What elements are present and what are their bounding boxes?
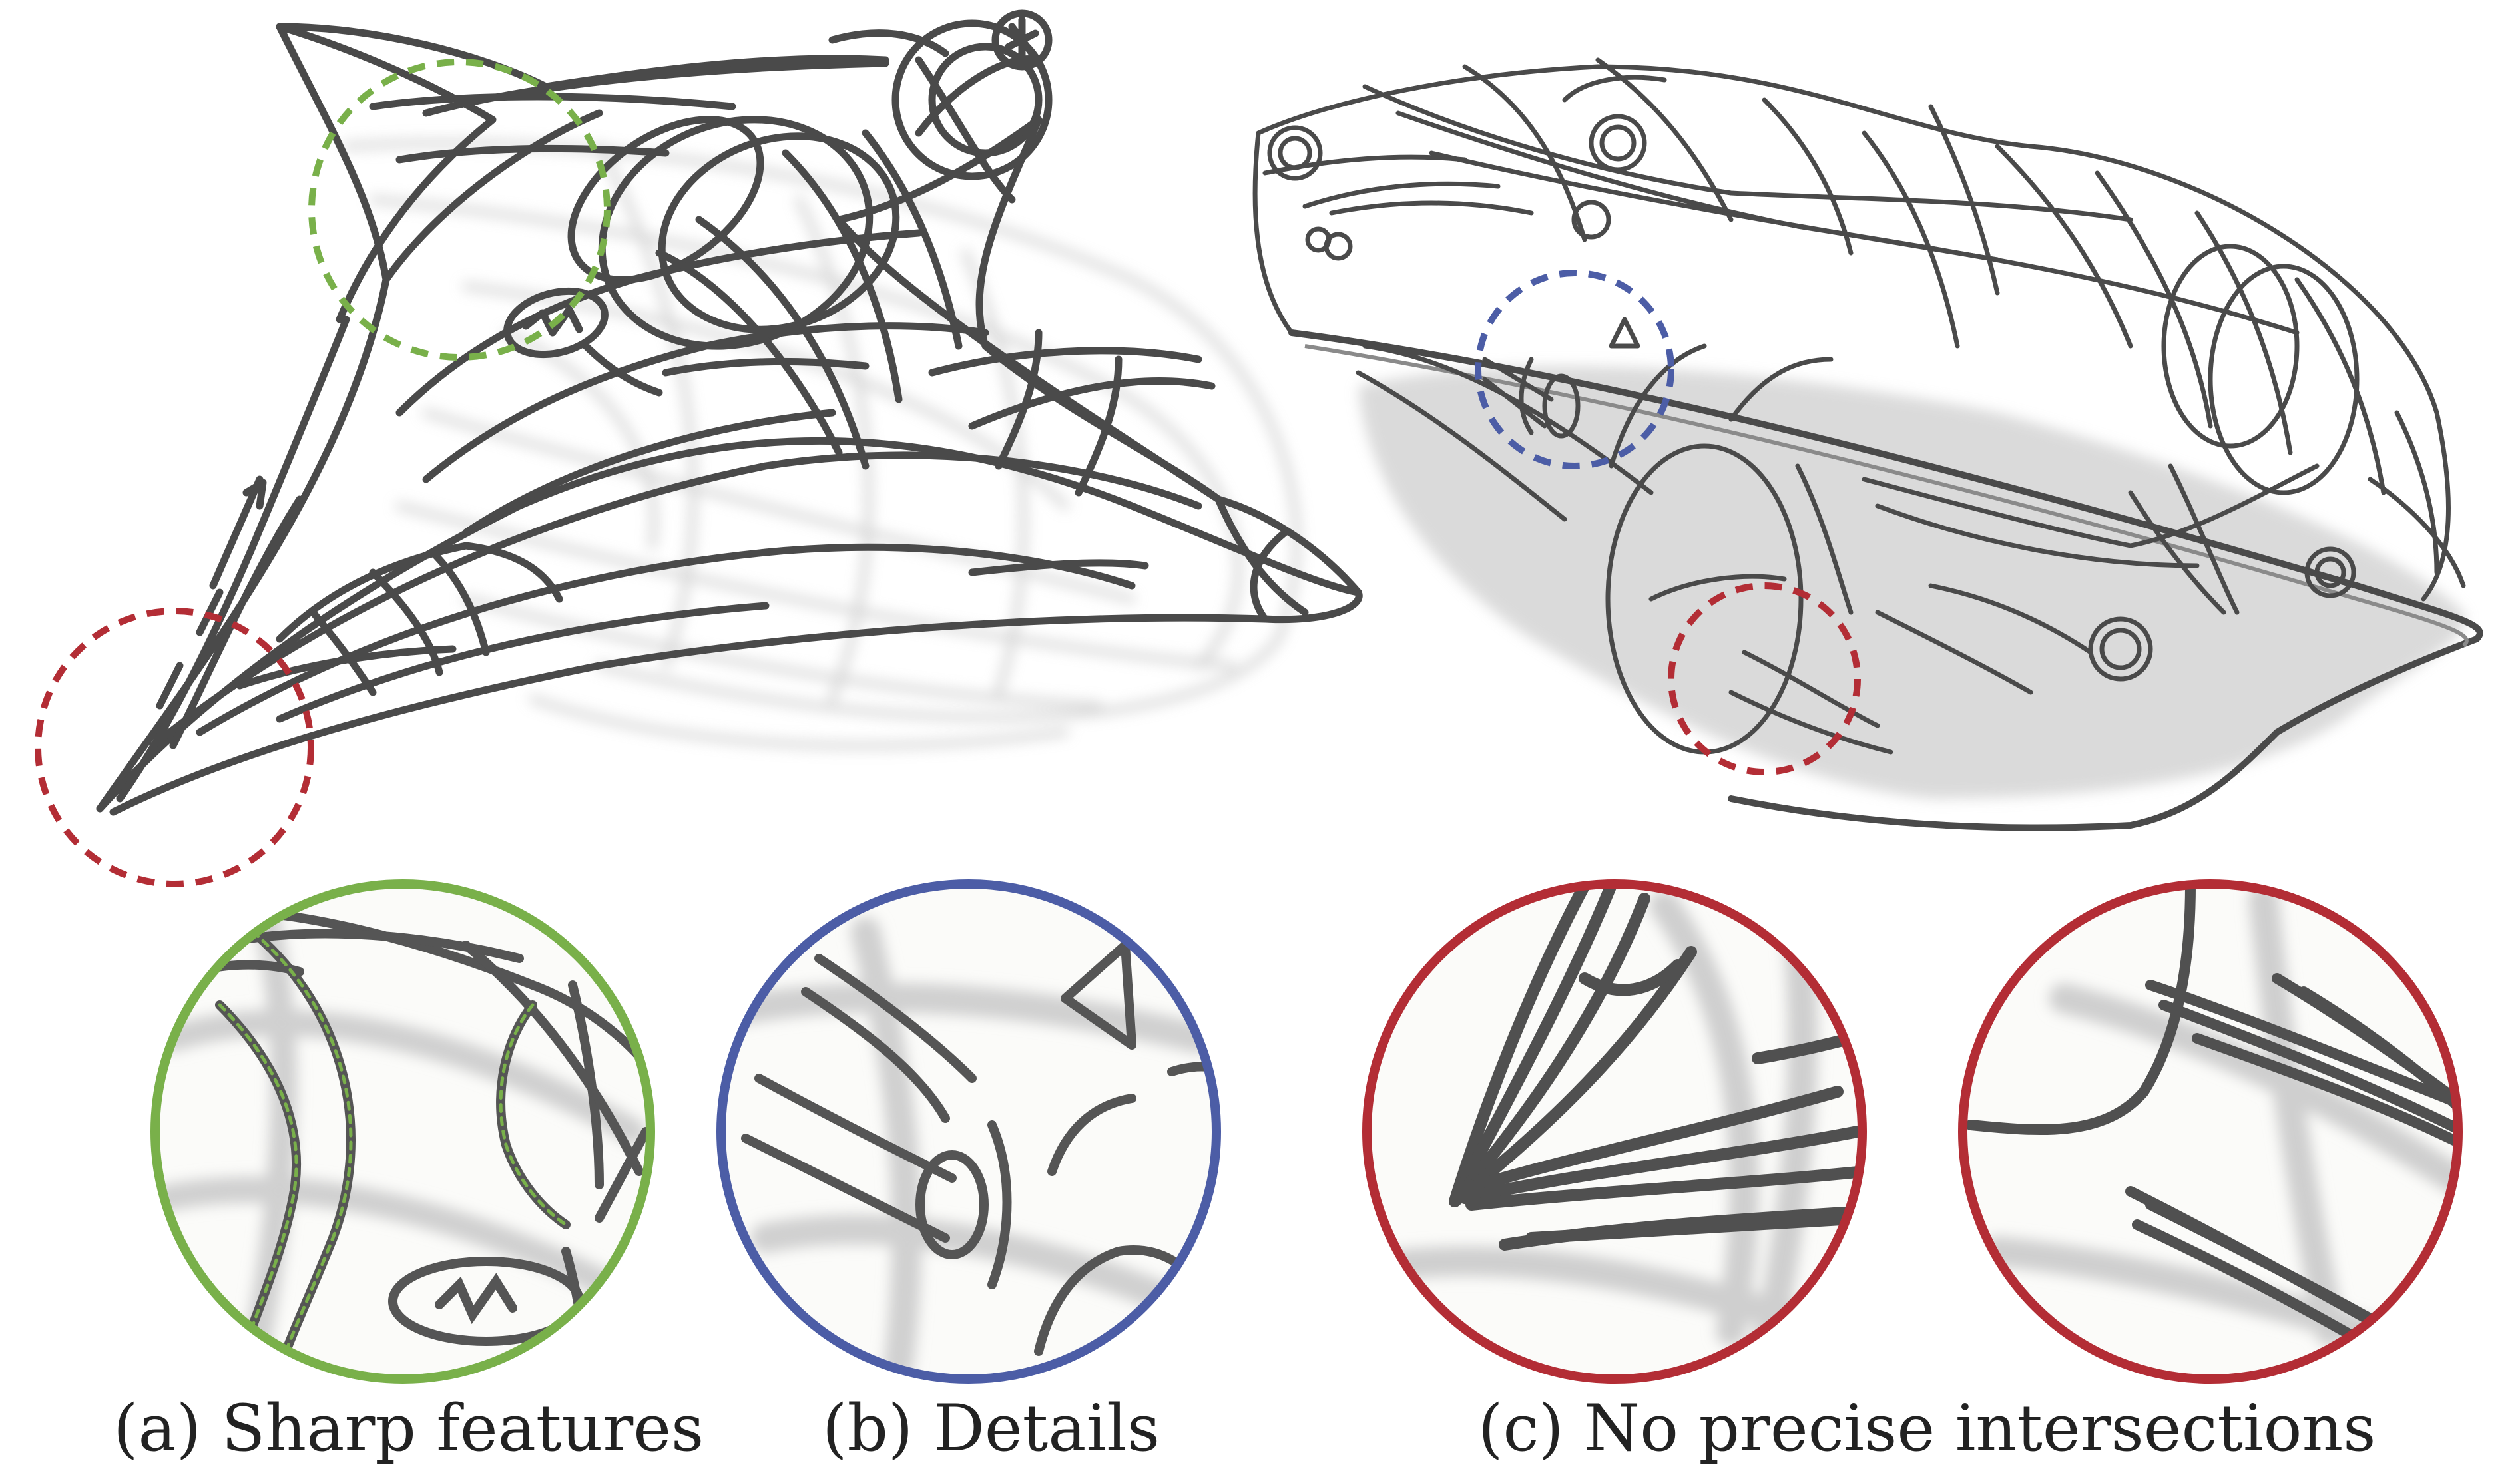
caption-sharp-features: (a) Sharp features xyxy=(113,1391,704,1466)
caption-details: (b) Details xyxy=(822,1391,1160,1466)
highlight-circle-blue xyxy=(1475,270,1674,469)
car-sketch xyxy=(1252,57,2483,831)
highlight-circle-green xyxy=(308,59,611,361)
highlight-circle-red-spaceship xyxy=(35,608,314,887)
inset-details xyxy=(716,879,1221,1384)
inset-intersections-2 xyxy=(1958,879,2463,1384)
caption-no-precise-intersections: (c) No precise intersections xyxy=(1478,1391,2376,1466)
inset-sharp-features xyxy=(150,879,655,1384)
inset-intersections-1 xyxy=(1362,879,1867,1384)
spaceship-sketch xyxy=(96,9,1363,816)
highlight-circle-red-car xyxy=(1668,582,1861,775)
car-shadow xyxy=(1358,366,2465,799)
